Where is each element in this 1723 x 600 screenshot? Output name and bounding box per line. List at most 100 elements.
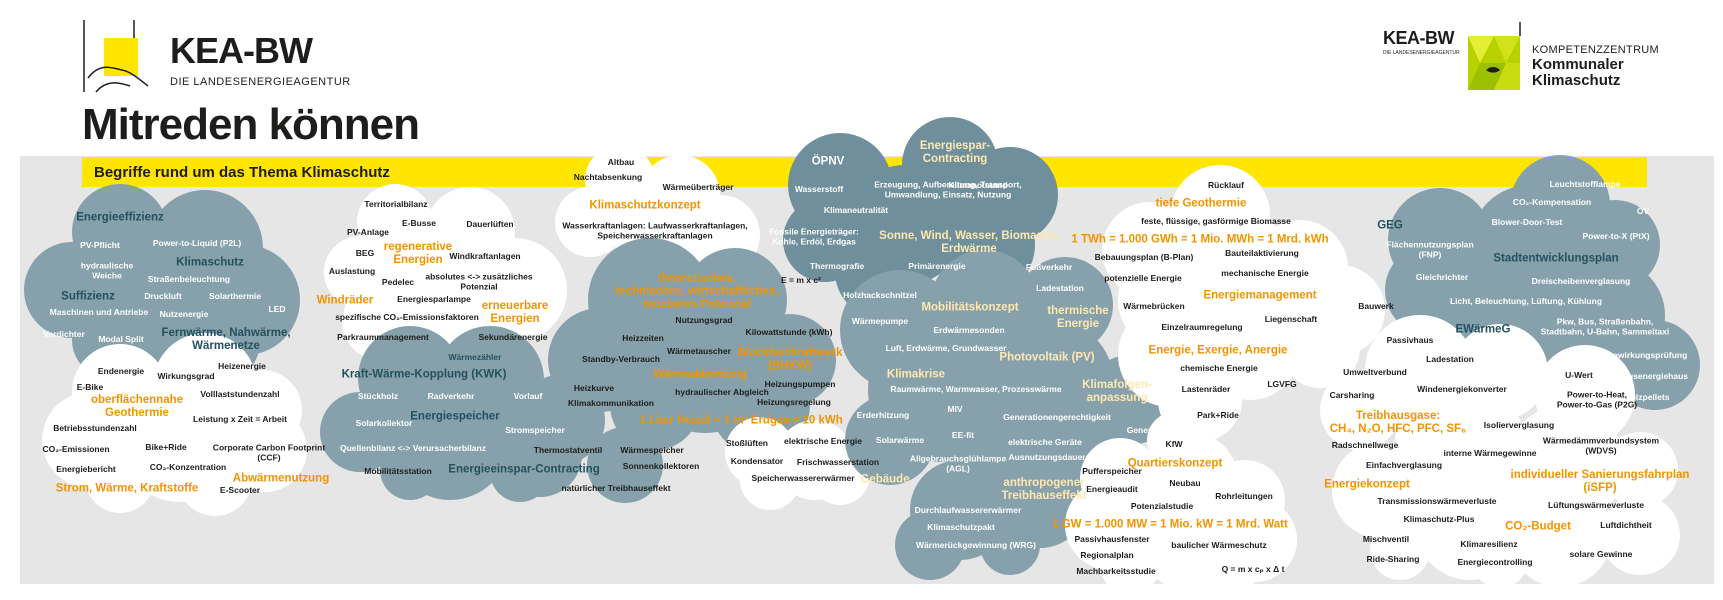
term: Kraft-Wärme-Kopplung (KWK) <box>341 368 507 381</box>
term: Mobilitätskonzept <box>921 301 1019 314</box>
term: Einzelraumregelung <box>1161 322 1243 333</box>
term: Leistung x Zeit = Arbeit <box>193 414 287 425</box>
term: Ausnutzungsdauer <box>1008 452 1086 463</box>
term: Wärmespeicher <box>620 445 684 456</box>
term: elektrische Geräte <box>1008 437 1082 448</box>
term: Wärmedämmverbundsystem(WDVS) <box>1542 435 1660 455</box>
term: Bebauungsplan (B-Plan) <box>1094 252 1194 263</box>
term: Druckluft <box>144 291 182 302</box>
term: Verdichter <box>43 329 85 340</box>
term: Klimafolgen-anpassung <box>1082 379 1152 404</box>
term: Lüftungswärmeverluste <box>1548 500 1644 511</box>
term: CO₂-Konzentration <box>149 462 227 473</box>
term: Passivhausfenster <box>1074 534 1150 545</box>
term: 1 Liter Heizöl = 1 m³ Erdgas ≈ 10 kWh <box>639 414 843 427</box>
term: Machbarkeitsstudie <box>1076 566 1156 577</box>
term: Parkraummanagement <box>337 332 429 343</box>
term: Solarwärme <box>875 435 925 446</box>
term: Wärmepumpe <box>851 316 909 327</box>
term: Fernwärme, Nahwärme,Wärmenetze <box>161 327 291 352</box>
term: Klimaschutzkonzept <box>589 199 701 212</box>
term: E-Scooter <box>219 485 261 496</box>
term: natürlicher Treibhauseffekt <box>561 483 671 494</box>
term: Energiebericht <box>56 464 116 475</box>
term: Einfachverglasung <box>1365 460 1443 471</box>
term: interne Wärmegewinne <box>1443 448 1537 459</box>
term: Klimanotstand <box>948 180 1008 191</box>
term: Energiekonzept <box>1324 478 1410 491</box>
term: Energiespar-Contracting <box>919 140 991 165</box>
term: Holzpellets <box>1624 392 1670 403</box>
page-title: Mitreden können <box>82 100 420 149</box>
term: Sekundärenergie <box>478 332 548 343</box>
logo2-mark <box>1468 22 1521 90</box>
logo-name: KEA-BW <box>170 30 313 71</box>
term: MIV <box>947 404 963 415</box>
term: ÖPNV <box>811 155 845 168</box>
term: Generationengerechtigkeit <box>1003 412 1111 423</box>
cloud-geg <box>1385 155 1700 410</box>
term: Stückholz <box>357 391 399 402</box>
term: Power-to-Heat,Power-to-Gas (P2G) <box>1556 389 1638 409</box>
term: Carsharing <box>1329 390 1375 401</box>
term: Erderhitzung <box>856 410 910 421</box>
term: Passivhaus <box>1386 335 1434 346</box>
term: LED <box>268 304 286 315</box>
term: Power-to-Liquid (P2L) <box>152 238 242 249</box>
term: 1 TWh = 1.000 GWh = 1 Mio. MWh = 1 Mrd. … <box>1071 233 1329 246</box>
term: Wärmeüberträger <box>662 182 734 193</box>
term: Bike+Ride <box>145 442 187 453</box>
term: Rohrleitungen <box>1215 491 1273 502</box>
term: Durchlaufwassererwärmer <box>914 505 1022 516</box>
term: Energiesparlampe <box>397 294 471 305</box>
term: U-Wert <box>1565 370 1593 381</box>
cloud-mobilitaet <box>840 250 1175 580</box>
term: Nachtabsenkung <box>573 172 643 183</box>
term: Q = m x cₚ x Δ t <box>1221 564 1285 575</box>
term: Umweltverbund <box>1343 367 1407 378</box>
term: mechanische Energie <box>1221 268 1309 279</box>
term: Wasserkraftanlagen: Laufwasserkraftanlag… <box>562 220 748 240</box>
term: Luftdichtheit <box>1600 520 1652 531</box>
term: Energie, Exergie, Anergie <box>1148 344 1288 357</box>
term: Wärmetauscher <box>667 346 731 357</box>
term: Klimakommunikation <box>568 398 654 409</box>
term: Klimaneutralität <box>823 205 889 216</box>
term: Modal Split <box>98 334 144 345</box>
term: 1 GW = 1.000 MW = 1 Mio. kW = 1 Mrd. Wat… <box>1052 518 1288 531</box>
term: Klimaschutz-Plus <box>1403 514 1475 525</box>
term: Bauwerk <box>1358 301 1394 312</box>
term: LGVFG <box>1267 379 1297 390</box>
term: Klimaresilienz <box>1460 539 1518 550</box>
term: Klimaschutz <box>176 256 244 269</box>
term: Ladestation <box>1036 283 1084 294</box>
term: Windenergiekonverter <box>1417 384 1507 395</box>
term: Speicherwassererwärmer <box>751 473 855 484</box>
term: Wärmebrücken <box>1123 301 1185 312</box>
term: Pkw, Bus, Straßenbahn,Stadtbahn, U-Bahn,… <box>1540 316 1670 336</box>
term: Stoßlüften <box>725 438 769 449</box>
term: Ladestation <box>1426 354 1474 365</box>
term: baulicher Wärmeschutz <box>1171 540 1267 551</box>
term: Transmissionswärmeverluste <box>1377 496 1497 507</box>
term: Heizkurve <box>573 383 615 394</box>
term: Quellenbilanz <-> Verursacherbilanz <box>340 443 486 454</box>
term: Lastenräder <box>1181 384 1231 395</box>
term: GEG <box>1377 219 1403 232</box>
term: CO₂-Emissionen <box>42 444 110 455</box>
term: Dauerlüften <box>466 219 514 230</box>
term: BEG <box>355 248 375 259</box>
term: Suffizienz <box>61 290 115 303</box>
term: Blockheizkraftwerk(BHKW) <box>737 347 843 372</box>
cloud-geothermie <box>42 333 307 516</box>
term: Corporate Carbon Footprint(CCF) <box>212 442 326 462</box>
term: Standby-Verbrauch <box>582 354 660 365</box>
cloud-passivhaus <box>1320 315 1680 588</box>
term: Kondensator <box>730 456 784 467</box>
